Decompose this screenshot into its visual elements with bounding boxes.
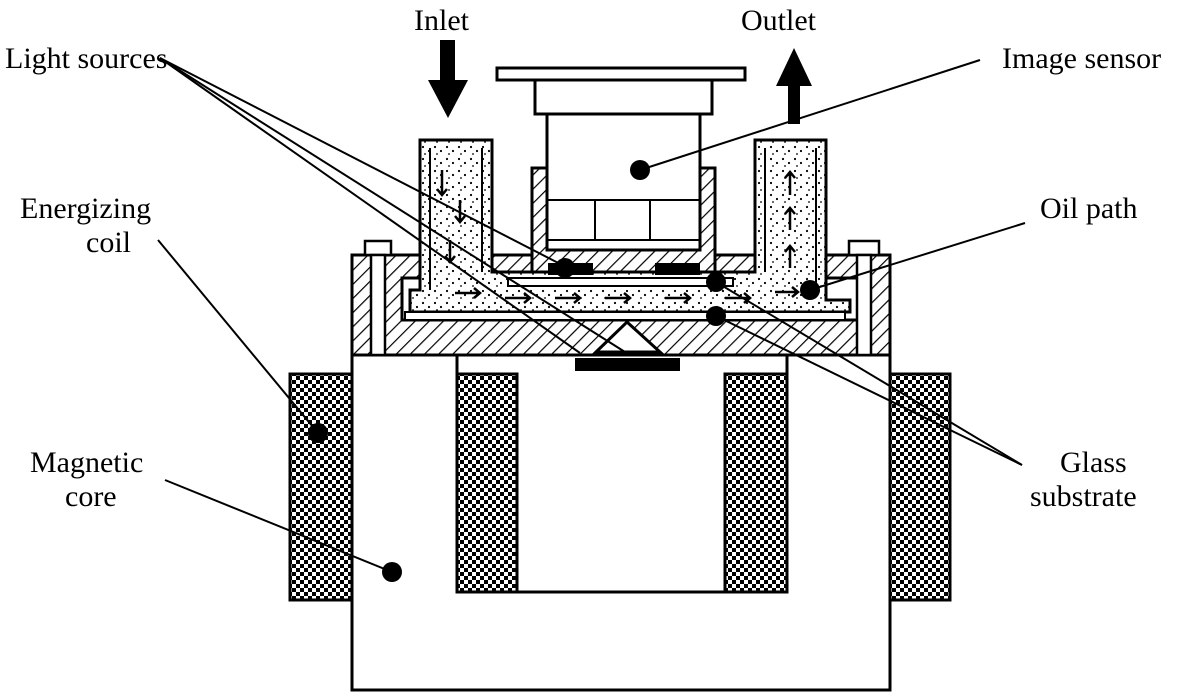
label-oil-path: Oil path	[1040, 192, 1138, 225]
bolt-left	[363, 239, 393, 257]
label-inlet: Inlet	[414, 4, 470, 37]
label-magnetic-core-line1: Magnetic	[30, 446, 143, 479]
bolt-right	[847, 239, 881, 257]
energizing-coil-right	[888, 372, 952, 602]
light-source-right	[655, 263, 700, 275]
glass-substrate-top	[507, 277, 734, 287]
energizing-coil-left	[288, 372, 354, 602]
image-sensor-lens	[547, 199, 700, 241]
energizing-coil-inner-right	[723, 372, 789, 594]
label-light-sources: Light sources	[5, 42, 167, 75]
label-image-sensor: Image sensor	[1002, 42, 1161, 75]
bolt-right-shaft	[855, 253, 873, 357]
inlet-arrow	[428, 40, 468, 118]
energizing-coil-inner-left	[455, 372, 519, 594]
label-energizing-coil-line2: coil	[86, 226, 131, 259]
image-sensor-body	[545, 112, 702, 252]
glass-substrate-bottom	[404, 311, 846, 321]
outlet-tube-inner	[764, 148, 817, 295]
bolt-left-shaft	[369, 253, 387, 357]
image-sensor-plate	[495, 66, 747, 82]
leader-dots	[308, 160, 820, 582]
label-glass-substrate-line2: substrate	[1030, 480, 1137, 513]
label-glass-substrate-line1: Glass	[1060, 446, 1127, 479]
label-magnetic-core-line2: core	[65, 480, 117, 513]
image-sensor-cap	[533, 78, 714, 116]
light-source-bottom	[575, 358, 680, 371]
magnetic-core	[350, 353, 892, 692]
label-energizing-coil-line1: Energizing	[20, 192, 151, 225]
outlet-arrow	[776, 48, 812, 124]
label-outlet: Outlet	[741, 4, 817, 37]
leader-lines	[157, 57, 1026, 573]
inlet-tube-inner	[429, 148, 483, 290]
